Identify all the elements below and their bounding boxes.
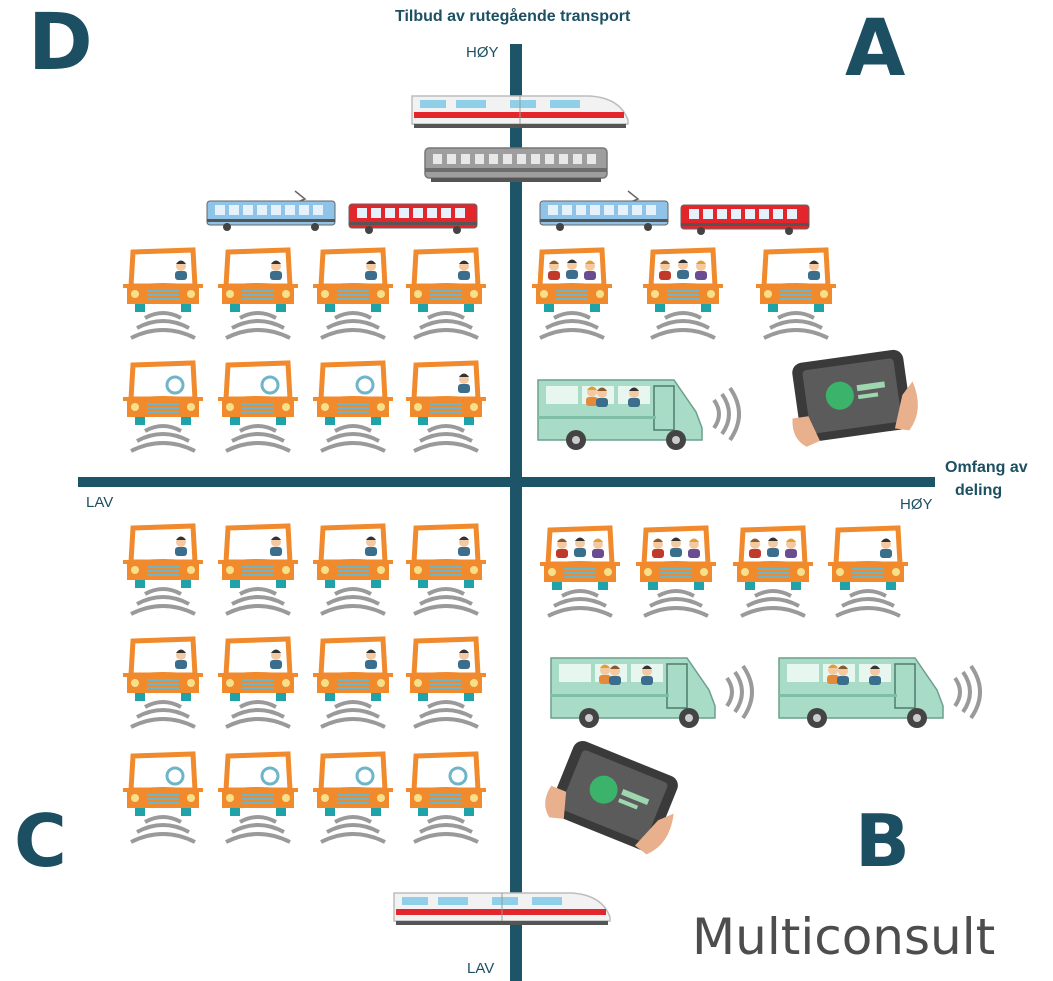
car-icon: [218, 247, 298, 340]
car-icon: [123, 360, 203, 453]
vertical-axis-title: Tilbud av rutegående transport: [395, 8, 631, 25]
train-icon: [411, 95, 629, 128]
car-icon: [406, 523, 486, 616]
car-icon: [540, 525, 620, 618]
car-icon: [313, 523, 393, 616]
minibus-icon: [537, 379, 741, 450]
car-icon: [218, 523, 298, 616]
car-icon: [218, 751, 298, 844]
car-icon: [406, 360, 486, 453]
quadrant-c-label: C: [14, 799, 67, 883]
car-icon: [643, 247, 723, 340]
car-icon: [218, 360, 298, 453]
tablet-app-icon: [545, 740, 678, 855]
car-icon: [313, 360, 393, 453]
horizontal-axis-high-label: HØY: [900, 496, 933, 513]
car-icon: [313, 751, 393, 844]
car-icon: [636, 525, 716, 618]
car-icon: [828, 525, 908, 618]
car-icon: [532, 247, 612, 340]
red-tram-icon: [680, 204, 810, 235]
car-icon: [406, 247, 486, 340]
car-icon: [123, 523, 203, 616]
horizontal-axis: [78, 477, 935, 487]
car-icon: [123, 751, 203, 844]
car-icon: [406, 751, 486, 844]
horizontal-axis-title-line2: deling: [955, 482, 1003, 499]
car-icon: [123, 247, 203, 340]
quadrant-d-label: D: [28, 0, 93, 88]
horizontal-axis-title-line1: Omfang av: [945, 459, 1028, 476]
minibus-icon: [550, 657, 754, 728]
tram-icon: [539, 190, 669, 231]
vertical-axis-high-label: HØY: [466, 44, 499, 61]
tram-icon: [206, 190, 336, 231]
vertical-axis-low-label: LAV: [467, 960, 495, 977]
tablet-app-icon: [792, 349, 918, 447]
car-icon: [123, 636, 203, 729]
multiconsult-logo: Multiconsult: [692, 908, 996, 966]
car-icon: [733, 525, 813, 618]
subway-icon: [424, 147, 608, 182]
train-icon: [393, 892, 611, 925]
minibus-icon: [778, 657, 982, 728]
car-icon: [313, 247, 393, 340]
car-icon: [313, 636, 393, 729]
vertical-axis: [510, 44, 522, 981]
car-icon: [756, 247, 836, 340]
car-icon: [406, 636, 486, 729]
quadrant-b-label: B: [855, 799, 910, 883]
car-icon: [218, 636, 298, 729]
horizontal-axis-low-label: LAV: [86, 494, 114, 511]
red-tram-icon: [348, 203, 478, 234]
quadrant-a-label: A: [845, 4, 906, 94]
